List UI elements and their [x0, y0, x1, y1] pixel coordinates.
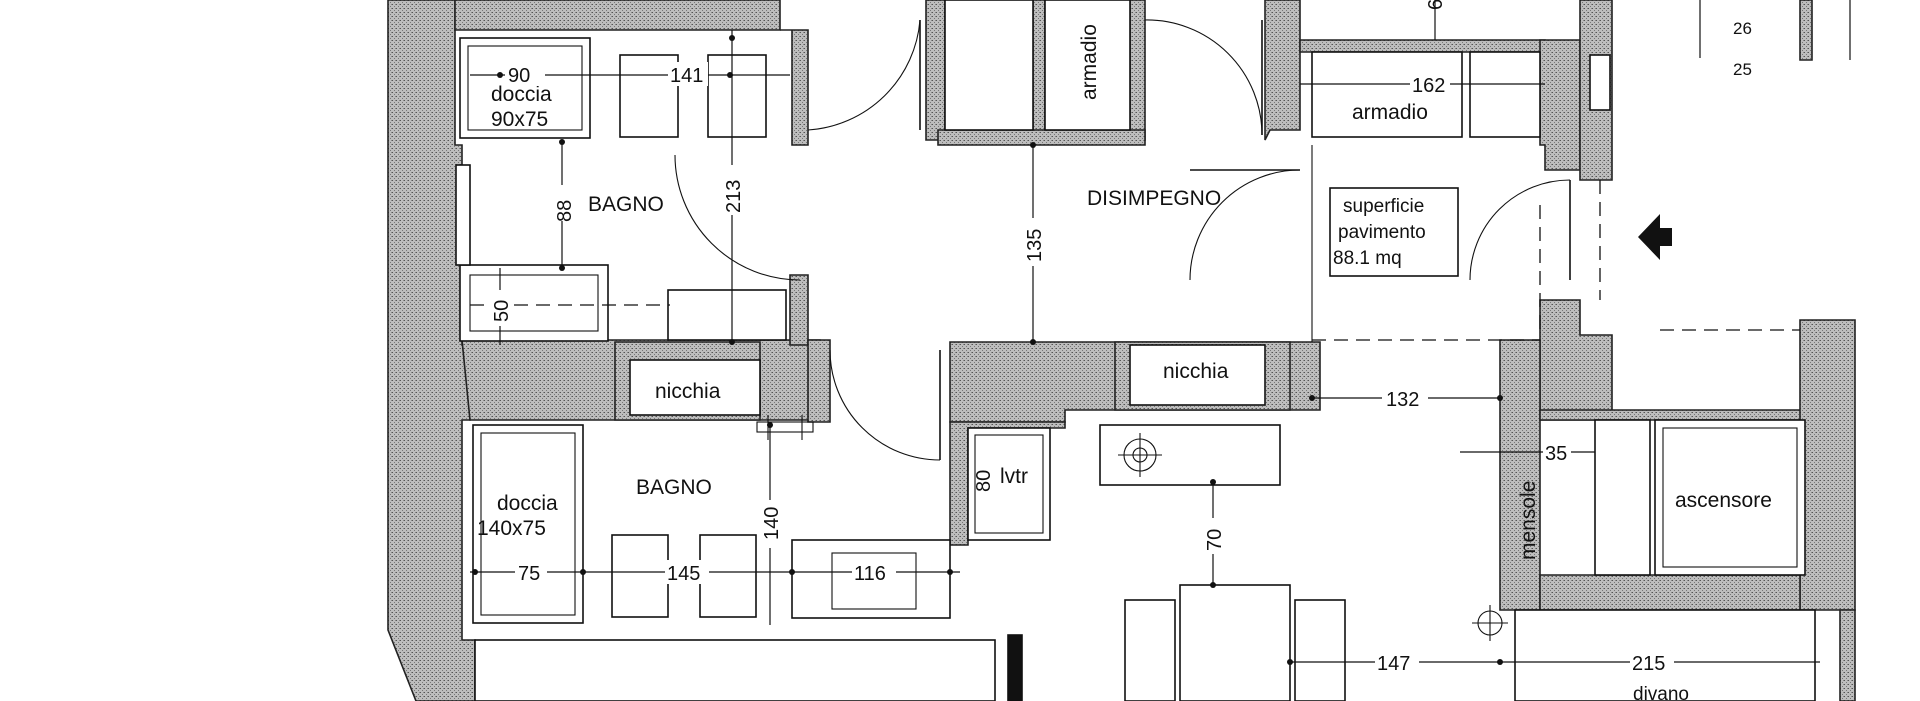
room-label-bagno-bottom: BAGNO — [636, 476, 712, 499]
room-label-disimpegno: DISIMPEGNO — [1087, 187, 1221, 210]
dim-25: 25 — [1733, 60, 1752, 79]
wall-right-armadio-side — [1539, 39, 1581, 171]
sink-top — [459, 264, 609, 342]
wall-right-armadio-top — [1299, 39, 1546, 53]
nicchia-right-box — [1129, 344, 1266, 406]
dim-80: 80 — [973, 470, 995, 492]
closet-1 — [944, 0, 1034, 131]
dim-147: 147 — [1377, 653, 1410, 675]
room-label-nicchia-left: nicchia — [655, 380, 721, 403]
dim-140: 140 — [761, 507, 783, 540]
door-swing-right — [1189, 169, 1301, 281]
room-label-armadio-vertical: armadio — [1078, 24, 1101, 100]
bidet-bottom — [699, 534, 757, 618]
room-label-ascensore: ascensore — [1675, 489, 1772, 512]
wall-bath-right — [780, 29, 809, 146]
superficie-label-1: superficie — [1343, 196, 1424, 217]
light-point-icon-2 — [1472, 605, 1508, 641]
top-bathroom — [455, 37, 787, 342]
wall-far-right-top — [1799, 0, 1813, 61]
kitchen-bottom — [474, 639, 996, 701]
dim-88: 88 — [554, 200, 576, 222]
superficie-box — [1329, 187, 1459, 277]
dim-116: 116 — [854, 563, 886, 585]
wall-far-right — [1799, 319, 1856, 611]
room-label-armadio-right: armadio — [1352, 101, 1428, 124]
doccia-bottom-label-2: 140x75 — [477, 517, 546, 540]
dim-35: 35 — [1545, 443, 1567, 465]
elevator — [1654, 419, 1806, 576]
wall-far-right-bottom — [1839, 609, 1856, 701]
dim-75: 75 — [518, 563, 540, 585]
dim-50: 50 — [491, 300, 513, 322]
cabinet-top — [667, 289, 787, 341]
room-label-nicchia-right: nicchia — [1163, 360, 1229, 383]
shower-tray-bottom — [472, 424, 584, 624]
doors — [470, 19, 1800, 461]
dim-132: 132 — [1386, 389, 1419, 411]
armadio-right-box-2 — [1469, 51, 1541, 138]
wall-elevator-bottom — [1539, 574, 1801, 611]
chair-right — [1294, 599, 1346, 701]
room-label-bagno-top: BAGNO — [588, 193, 664, 216]
wall-closet-bottom — [937, 129, 1146, 146]
entrance-jamb-detail — [1589, 54, 1611, 111]
mensole-shelf — [1594, 419, 1651, 576]
doccia-top-label-1: doccia — [491, 83, 552, 106]
wall-closet-top — [925, 0, 946, 141]
wall-door-left — [807, 339, 831, 423]
door-swing-entrance — [1469, 179, 1571, 281]
shower-tray-top — [459, 37, 591, 139]
room-label-mensole: mensole — [1517, 481, 1540, 560]
dining-table — [1179, 584, 1291, 701]
wall-entrance-lower — [1539, 299, 1613, 421]
wall-closet-right — [1129, 0, 1146, 141]
closet-2 — [1044, 0, 1131, 131]
entrance-arrow-icon — [1638, 214, 1672, 260]
dim-145: 145 — [667, 563, 700, 585]
room-label-divano: divano — [1633, 684, 1689, 701]
dim-135: 135 — [1024, 229, 1046, 262]
wall-closet-mid — [1032, 0, 1046, 141]
wall-right-column — [1499, 339, 1541, 611]
dim-26: 26 — [1733, 19, 1752, 38]
doccia-bottom-label-1: doccia — [497, 492, 558, 515]
room-label-lvtr: lvtr — [1000, 465, 1028, 488]
door-swing-corridor — [1144, 19, 1263, 136]
lvtr-box — [967, 427, 1051, 541]
wall-outer-left — [387, 0, 476, 701]
light-point-icon — [1118, 433, 1162, 477]
chair-left — [1124, 599, 1176, 701]
door-swing-bath-bottom — [829, 349, 941, 461]
radiator-icon — [455, 164, 471, 266]
dim-141: 141 — [670, 65, 703, 87]
dim-215: 215 — [1632, 653, 1665, 675]
nicchia-left-box — [629, 359, 761, 416]
dim-90: 90 — [508, 65, 530, 87]
kitchen-edge — [1007, 634, 1023, 701]
closets — [944, 0, 1611, 138]
dim-70: 70 — [1204, 529, 1226, 551]
wall-bath-right-lower — [789, 274, 809, 346]
toilet-bottom — [611, 534, 669, 618]
bidet-top — [707, 54, 767, 138]
bottom-bathroom — [472, 359, 951, 624]
dim-213: 213 — [723, 180, 745, 213]
wall-top-left — [454, 0, 781, 31]
dim-6: 6 — [1425, 0, 1447, 10]
dim-162: 162 — [1412, 75, 1445, 97]
doccia-top-label-2: 90x75 — [491, 108, 548, 131]
superficie-label-2: pavimento — [1338, 222, 1426, 243]
superficie-label-3: 88.1 mq — [1333, 248, 1402, 269]
wall-right-top — [1264, 0, 1301, 141]
door-swing-bath-top — [807, 19, 921, 131]
valve-icon — [756, 415, 814, 440]
